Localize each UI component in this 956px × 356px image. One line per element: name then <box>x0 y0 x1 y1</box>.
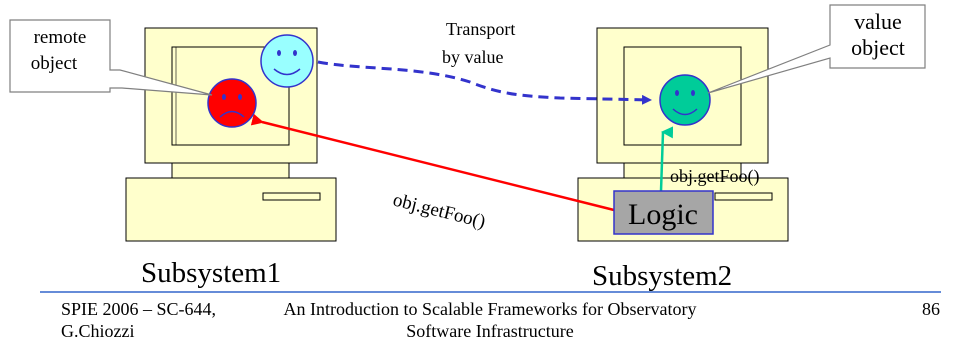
remote-call-label: obj.getFoo() <box>391 189 488 232</box>
cpu-case-1 <box>125 177 337 242</box>
remote-object-label-line2: object <box>31 53 78 74</box>
transport-arrow <box>317 60 652 105</box>
drive-slot-1 <box>262 192 321 201</box>
local-call-label: obj.getFoo() <box>670 166 760 187</box>
page-number: 86 <box>922 299 940 319</box>
logic-box: Logic <box>613 190 714 235</box>
monitor-stand-1 <box>171 162 290 179</box>
local-call-arrow <box>659 126 674 192</box>
footer-center: An Introduction to Scalable Frameworks f… <box>240 298 740 342</box>
transported-object-face-icon <box>260 34 314 88</box>
value-object-face-icon <box>659 74 711 126</box>
value-object-callout: value object <box>707 4 926 94</box>
subsystem2-label: Subsystem2 <box>592 260 732 292</box>
footer-left-line1: SPIE 2006 – SC-644, <box>61 299 217 319</box>
remote-call-arrow <box>250 113 615 212</box>
remote-object-face-icon <box>207 78 257 128</box>
remote-object-label-line1: remote <box>34 27 87 48</box>
footer-center-line2: Software Infrastructure <box>406 321 574 341</box>
drive-slot-2 <box>714 192 773 201</box>
screen-inner-1 <box>171 46 177 146</box>
transport-label-line2: by value <box>442 47 503 67</box>
footer-center-line1: An Introduction to Scalable Frameworks f… <box>283 299 697 319</box>
subsystem1-label: Subsystem1 <box>141 257 281 289</box>
value-object-label-line1: value <box>854 9 902 34</box>
value-object-label-line2: object <box>851 35 905 60</box>
footer-left: SPIE 2006 – SC-644, G.Chiozzi <box>61 298 216 342</box>
footer-left-line2: G.Chiozzi <box>61 321 135 341</box>
logic-label: Logic <box>628 198 698 231</box>
computer-subsystem2 <box>577 27 789 242</box>
transport-label-line1: Transport <box>446 19 515 39</box>
remote-object-callout: remote object <box>9 19 213 96</box>
